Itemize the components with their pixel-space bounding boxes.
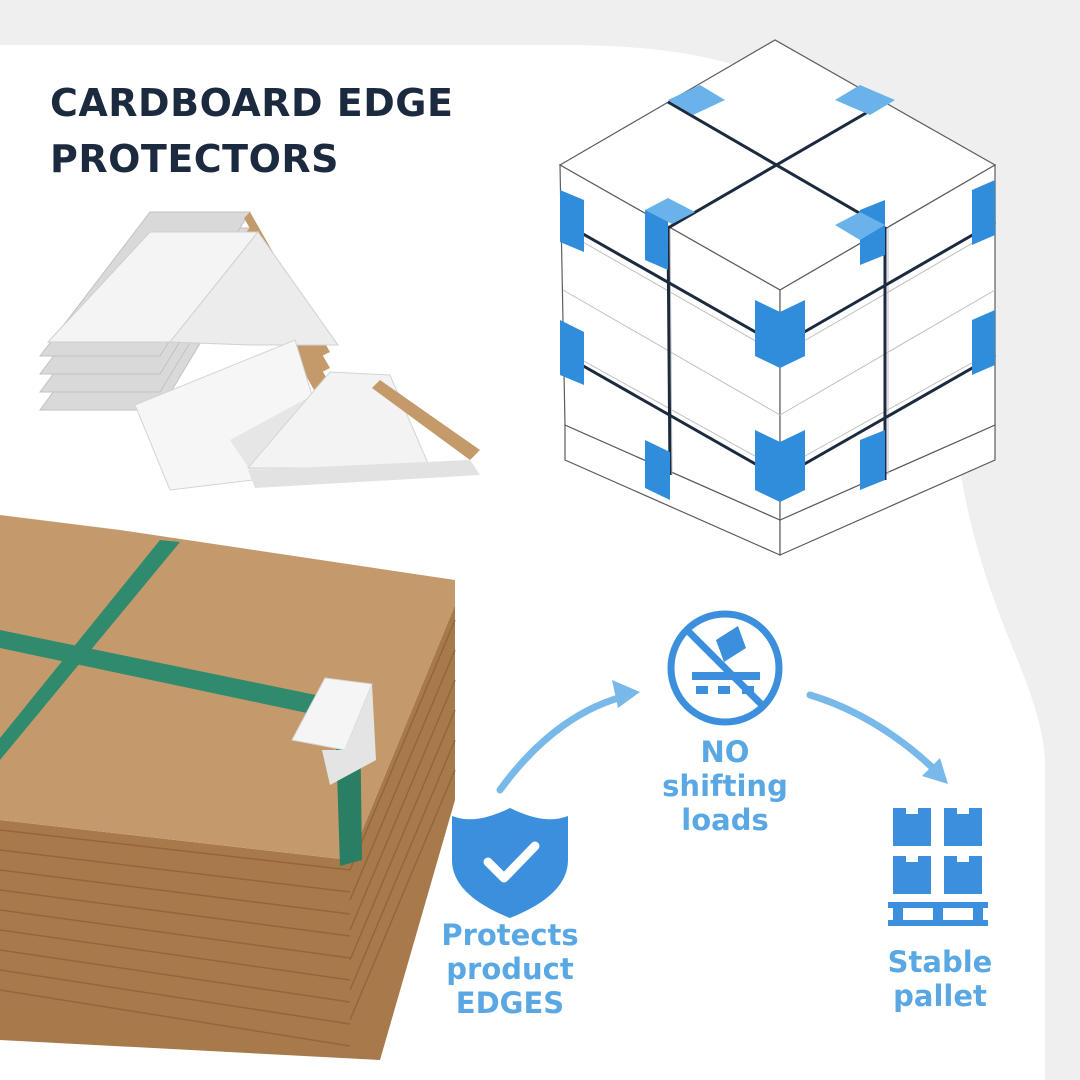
page-title: CARDBOARD EDGE PROTECTORS xyxy=(50,75,453,187)
title-line-1: CARDBOARD EDGE xyxy=(50,81,454,125)
arrow-right-icon xyxy=(806,691,944,779)
benefit-protects-label: Protects product EDGES xyxy=(441,918,579,1020)
title-line-2: PROTECTORS xyxy=(50,137,340,181)
benefit-no-shifting-label: NO shifting loads xyxy=(662,735,788,837)
arrow-left-icon xyxy=(496,691,634,794)
benefit-stable-label: Stable pallet xyxy=(887,945,993,1013)
